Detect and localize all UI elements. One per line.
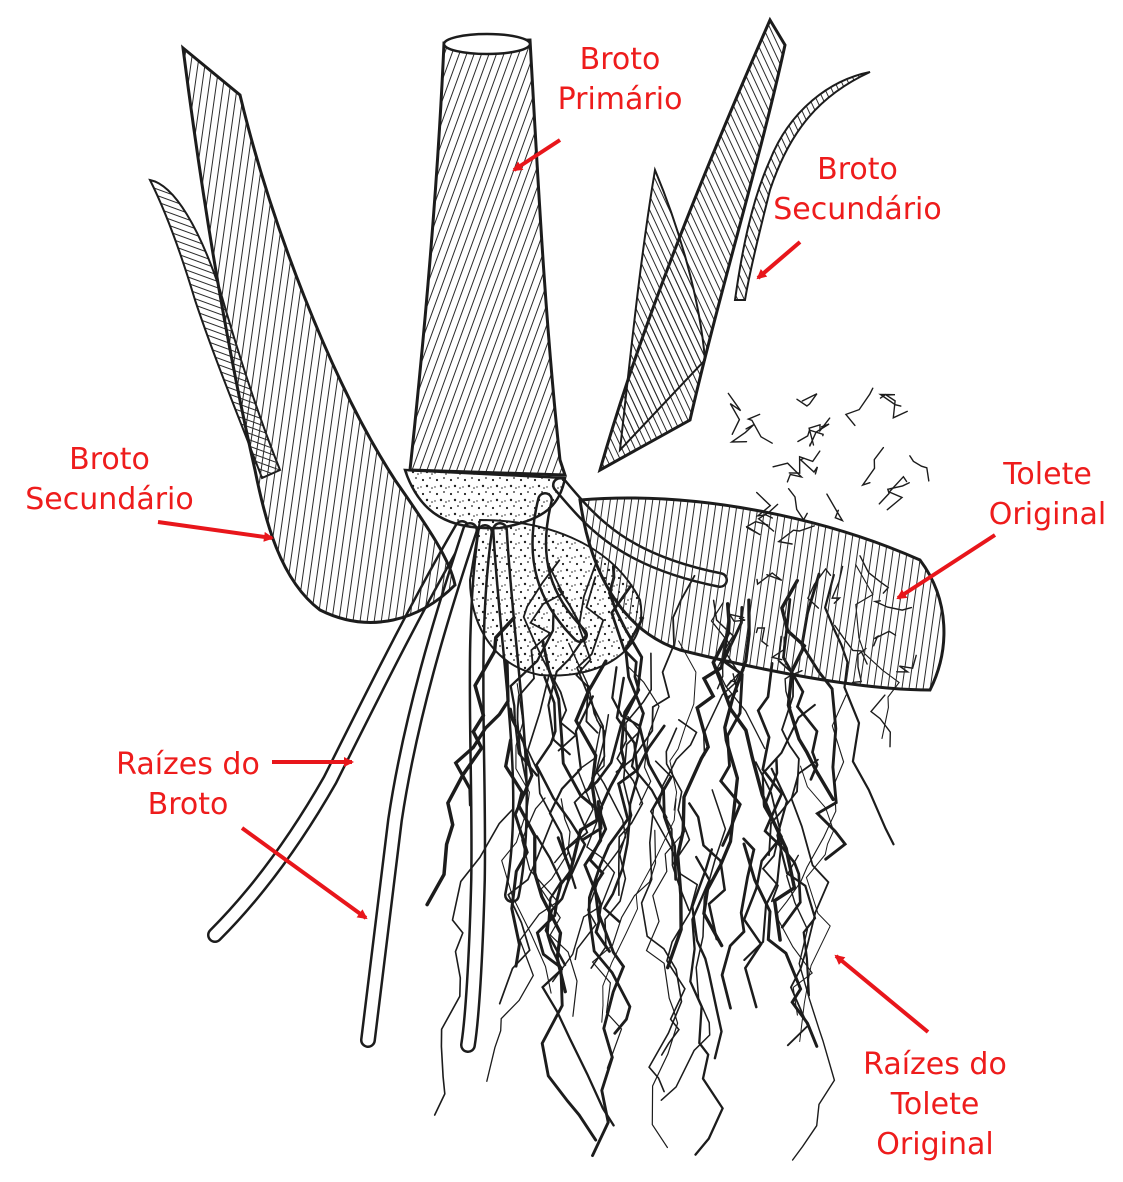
sett-root xyxy=(692,849,721,1058)
sett-rootlet xyxy=(846,388,873,425)
sett-rootlet xyxy=(871,695,890,747)
arrow-broto-secundario-left xyxy=(158,522,272,538)
sett-rootlet xyxy=(863,448,884,486)
primary-shoot-top xyxy=(444,34,530,54)
label-tolete-original: Tolete Original xyxy=(975,455,1120,535)
primary-shoot xyxy=(410,40,565,475)
arrow-raizes-do-tolete xyxy=(836,956,928,1032)
sett-rootlet xyxy=(887,477,906,510)
sett-root xyxy=(537,836,614,1125)
label-broto-secundario-left: Broto Secundário xyxy=(12,440,207,520)
label-raizes-do-tolete: Raízes do Tolete Original xyxy=(845,1045,1025,1165)
sett-rootlet xyxy=(728,393,740,434)
sett-rootlet xyxy=(773,463,801,482)
sett-root xyxy=(642,776,682,1092)
arrow-broto-secundario-right xyxy=(758,242,800,278)
sett-root xyxy=(670,641,696,810)
sett-rootlet xyxy=(827,494,843,520)
label-broto-secundario-right: Broto Secundário xyxy=(765,150,950,230)
label-raizes-do-broto: Raízes do Broto xyxy=(98,745,278,825)
sett-rootlet xyxy=(748,414,772,443)
label-broto-primario: Broto Primário xyxy=(545,40,695,120)
sett-rootlet xyxy=(797,394,817,406)
sett-rootlet xyxy=(789,489,808,520)
sett-rootlet xyxy=(910,456,929,481)
